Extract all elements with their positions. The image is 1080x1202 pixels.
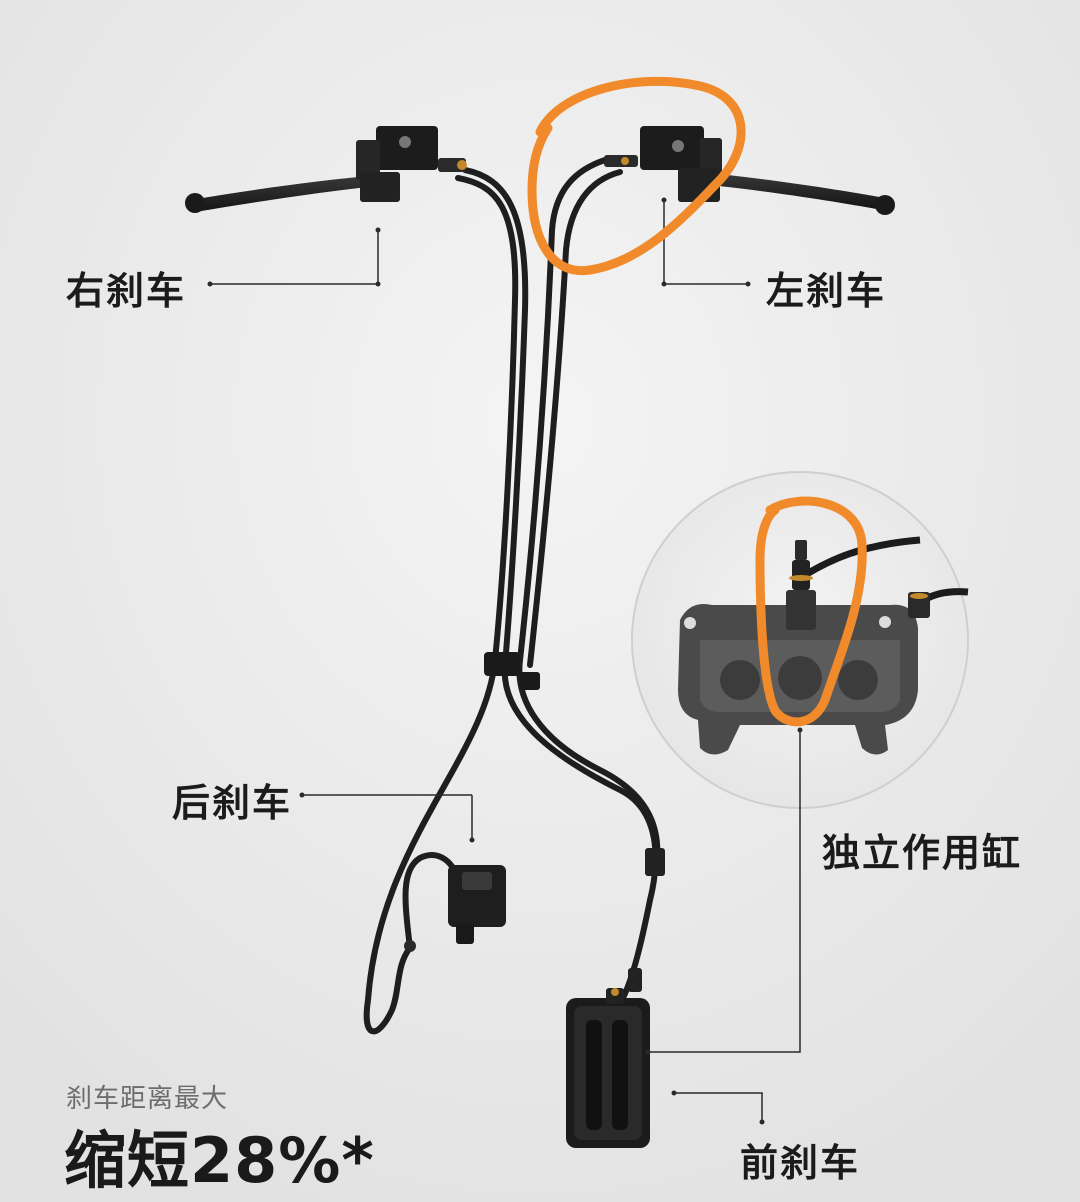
- cylinder-inset: [631, 471, 969, 809]
- brake-hoses: [363, 157, 661, 1035]
- highlight-cylinder: [755, 496, 867, 727]
- rear-brake-caliper: [448, 865, 506, 944]
- orange-highlight-marks: [527, 76, 867, 727]
- right-brake-lever: [185, 126, 467, 213]
- label-independent-cylinder: 独立作用缸: [822, 831, 1023, 875]
- stat-caption: 刹车距离最大: [66, 1084, 229, 1114]
- hose-clamp: [404, 652, 665, 992]
- label-left-brake: 左刹车: [766, 269, 887, 313]
- highlight-left-lever: [527, 76, 746, 276]
- stat-value: 缩短28%*: [64, 1124, 375, 1197]
- label-rear-brake: 后刹车: [172, 781, 293, 825]
- left-brake-lever: [604, 126, 895, 215]
- label-right-brake: 右刹车: [66, 269, 187, 313]
- callout-dots: [207, 197, 803, 1125]
- label-front-brake: 前刹车: [740, 1141, 861, 1185]
- front-brake-caliper: [566, 988, 650, 1148]
